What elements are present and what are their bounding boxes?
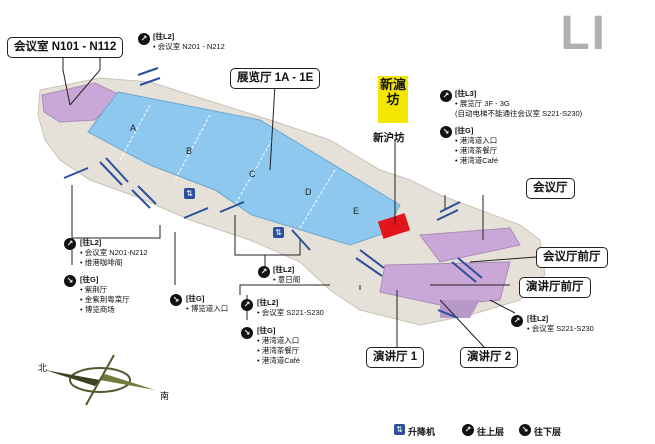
meeting-rooms-north	[41, 82, 121, 123]
escalator-10	[437, 309, 459, 319]
hall-d-label: D	[305, 187, 312, 197]
theatre-2-room	[440, 300, 480, 318]
info-bottom-l2: [往L2] 会议室 S221-S230	[257, 298, 324, 318]
info-left-g: [往G] 紫荆厅 金紫荆粤菜厅 博览商场	[80, 275, 130, 315]
down-arrow-icon: ↘	[519, 424, 531, 436]
legend-down: 往下层	[534, 427, 562, 437]
compass-north: 北	[38, 363, 48, 373]
legend-lift: 升降机	[408, 427, 436, 437]
up-arrow-icon: ↗	[241, 299, 253, 311]
up-arrow-icon: ↗	[138, 33, 150, 45]
lift-icon: ⇅	[184, 188, 195, 199]
hall-b-label: B	[186, 146, 193, 156]
hall-a-label: A	[130, 123, 137, 133]
escalator-top	[137, 67, 161, 86]
info-right-l3: [往L3] 展览厅 3F - 3G (自动电梯不能通往会议室 S221-S230…	[455, 89, 582, 119]
leader-lines	[62, 55, 537, 349]
escalator-8	[436, 201, 461, 221]
up-arrow-icon: ↗	[64, 238, 76, 250]
escalator-3	[131, 185, 157, 209]
escalator-4	[183, 207, 209, 219]
info-right-g: [往G] 港湾道入口 港湾茶餐厅 港湾道Café	[455, 126, 498, 166]
escalator-9	[451, 257, 483, 283]
callout-theatre-1[interactable]: 演讲厅 1	[366, 347, 425, 368]
up-arrow-icon: ↗	[511, 315, 523, 327]
escalator-7	[355, 249, 385, 277]
info-mid-l2: [往L2] 意日阁	[273, 265, 300, 285]
escalators	[63, 67, 483, 319]
lift-icon: ⇅	[273, 227, 284, 238]
up-arrow-icon: ↗	[462, 424, 474, 436]
down-arrow-icon: ↘	[170, 294, 182, 306]
info-mid-g: [往G] 博览道入口	[186, 294, 228, 314]
callout-theatre-foyer[interactable]: 演讲厅前厅	[519, 277, 591, 298]
down-arrow-icon: ↘	[440, 126, 452, 138]
conference-hall	[419, 227, 521, 263]
down-arrow-icon: ↘	[64, 275, 76, 287]
callout-conference-foyer[interactable]: 会议厅前厅	[536, 247, 608, 268]
exhibition-hall	[87, 91, 401, 246]
compass	[45, 354, 155, 406]
info-bottom-g: [往G] 港湾道入口 港湾茶餐厅 港湾道Café	[257, 326, 300, 366]
floor-indicator: LI	[560, 7, 607, 60]
xinhufang-label[interactable]: 新沪坊	[373, 132, 405, 144]
escalator-6	[291, 229, 311, 251]
callout-conference[interactable]: 会议厅	[526, 178, 575, 199]
info-left-l2: [往L2] 会议室 N201-N212 维港咖啡阁	[80, 238, 148, 268]
xinhufang-restaurant	[377, 213, 411, 239]
hall-e-label: E	[353, 206, 360, 216]
up-arrow-icon: ↗	[440, 90, 452, 102]
escalator-1	[63, 167, 89, 179]
callout-theatre-2[interactable]: 演讲厅 2	[460, 347, 519, 368]
up-arrow-icon: ↗	[258, 266, 270, 278]
info-top-l2: [往L2] 会议室 N201 - N212	[153, 32, 225, 52]
down-arrow-icon: ↘	[241, 327, 253, 339]
info-right-l2: [往L2] 会议室 S221-S230	[527, 314, 594, 334]
xinhufang-sign: 新滬坊	[378, 76, 408, 123]
compass-south: 南	[160, 391, 170, 401]
callout-exhibition[interactable]: 展览厅 1A - 1E	[230, 68, 321, 89]
hall-c-label: C	[249, 169, 256, 179]
callout-meeting-north[interactable]: 会议室 N101 - N112	[7, 37, 124, 58]
escalator-5	[219, 201, 245, 213]
escalator-2	[99, 157, 129, 186]
legend-up: 往上层	[477, 427, 505, 437]
lift-icon: ⇅	[394, 424, 405, 435]
